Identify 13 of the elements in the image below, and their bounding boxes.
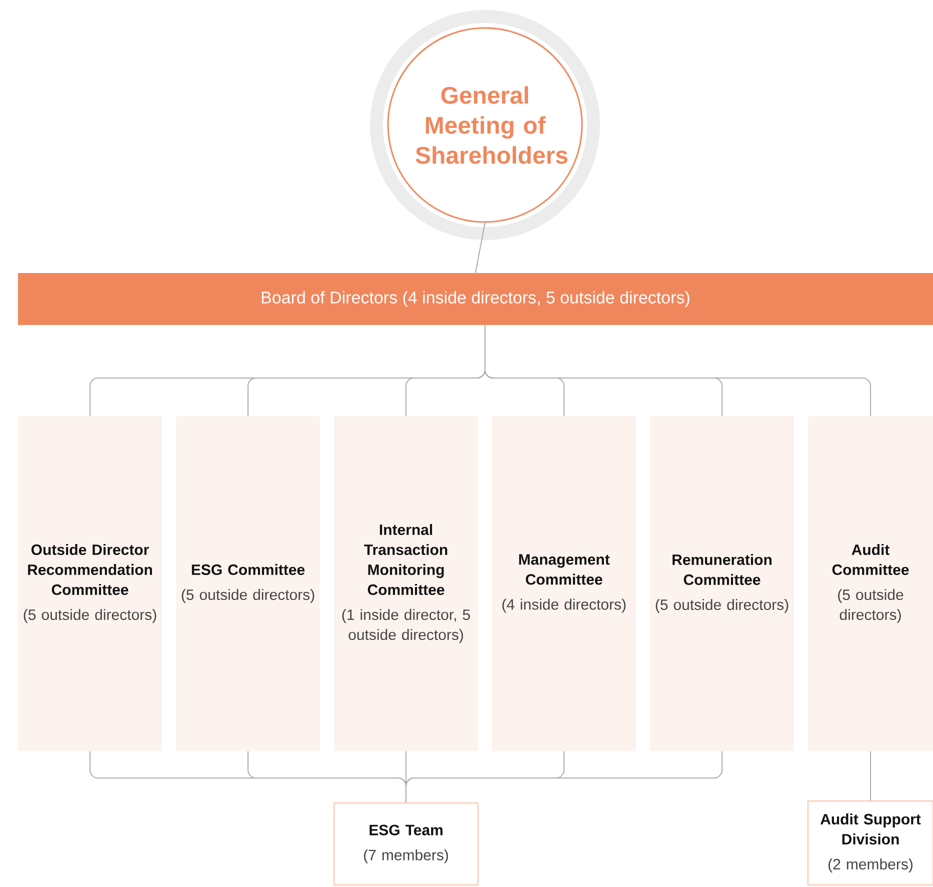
connector-line — [484, 324, 871, 416]
team-box: Audit Support Division (2 members) — [808, 800, 933, 886]
committee-box: Remuneration Committee (5 outside directors) — [650, 416, 794, 751]
committee-box: Management Committee (4 inside directors) — [492, 416, 636, 751]
connector-line — [406, 750, 722, 803]
board-bar: Board of Directors (4 inside directors, 5 outside directors) — [18, 273, 933, 325]
committee-box: Audit Committee (5 outside directors) — [808, 416, 933, 751]
connector-line — [870, 750, 871, 801]
committee-box: ESG Committee (5 outside directors) — [176, 416, 320, 751]
committee-box: Outside Director Recommendation Committee (5 outside directors) — [18, 416, 162, 751]
committee-box: Internal Transaction Monitoring Committee (1 inside director, 5 outside directors) — [334, 416, 478, 751]
team-box: ESG Team (7 members) — [334, 802, 478, 886]
connector-line — [475, 222, 486, 274]
